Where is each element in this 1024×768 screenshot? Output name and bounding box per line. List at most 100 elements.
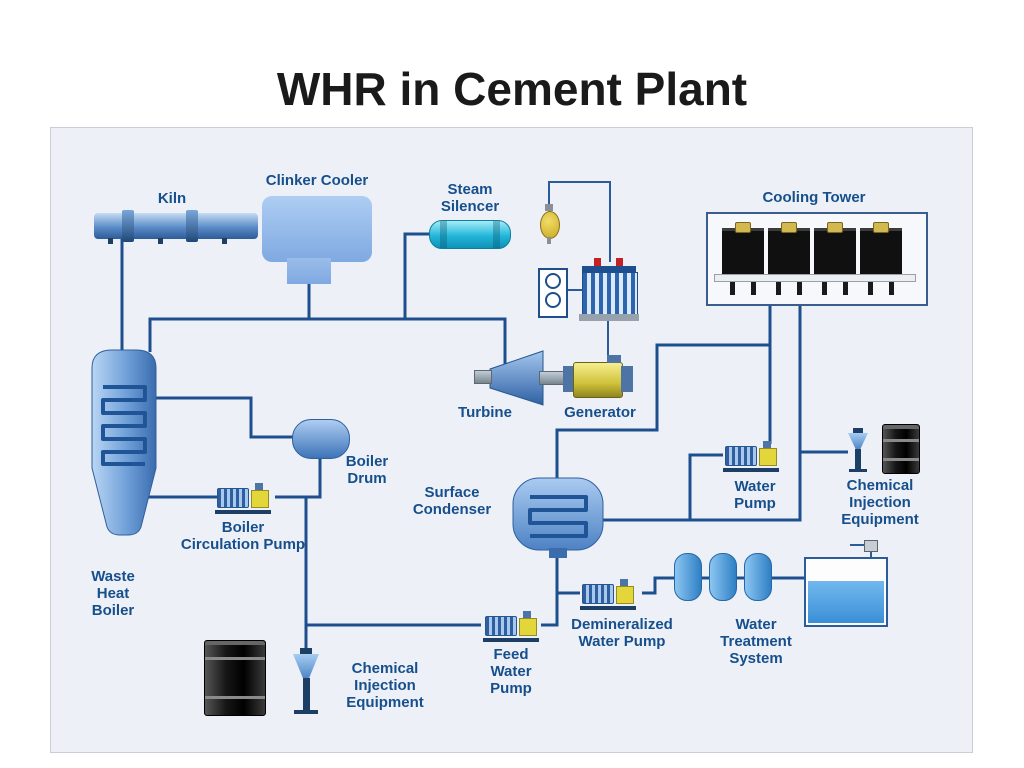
- drum-band: [883, 439, 919, 442]
- fan-motor-icon: [735, 222, 751, 233]
- pump-motor-icon: [725, 446, 757, 466]
- drum-band: [205, 657, 265, 660]
- pipe-water-pump-outlet: [688, 453, 723, 520]
- steam-silencer: [429, 220, 511, 249]
- cooling-tower-label: Cooling Tower: [762, 189, 866, 206]
- steam-turbine: [489, 350, 544, 406]
- pipe-condensate: [541, 550, 559, 627]
- tower-leg: [797, 282, 802, 295]
- label-line: Water: [735, 616, 777, 633]
- injector-cone: [293, 654, 319, 678]
- feed-water-pump-label: Feed Water Pump: [476, 646, 546, 697]
- transformer-top: [582, 266, 636, 272]
- pipe-tower-downcomer: [601, 302, 802, 522]
- label-line: Silencer: [440, 198, 500, 215]
- cooling-tower-fan-cell: [722, 222, 764, 275]
- label-line: Chemical: [351, 660, 419, 677]
- silencer-band: [440, 221, 447, 248]
- cooling-tower-fan-cell: [814, 222, 856, 275]
- drum-rim: [883, 425, 919, 429]
- feed-water-pump: [483, 608, 543, 642]
- ion-exchange-capsule: [674, 553, 702, 601]
- pump-motor-icon: [217, 488, 249, 508]
- tower-leg: [730, 282, 735, 295]
- label-line: Boiler: [345, 453, 389, 470]
- tank-water: [808, 581, 884, 623]
- water-treatment-tank: [804, 557, 888, 627]
- injector-stand: [855, 449, 861, 469]
- chemical-injector: [846, 428, 870, 472]
- label-line: Steam: [447, 181, 493, 198]
- label-line: Injection: [354, 677, 416, 694]
- insulator-body: [540, 211, 560, 239]
- cooling-tower-fan-cell: [860, 222, 902, 275]
- label-line: Circulation Pump: [180, 536, 306, 553]
- label-line: Pump: [490, 680, 532, 697]
- chemical-drum: [204, 640, 266, 716]
- water-pump-label: Water Pump: [713, 478, 797, 512]
- pump-motor-icon: [485, 616, 517, 636]
- pump-base: [483, 638, 539, 642]
- chemical-injector: [290, 648, 322, 716]
- label-line: Feed: [493, 646, 529, 663]
- generator: [563, 355, 633, 398]
- insulator-cap: [545, 204, 553, 211]
- pump-nozzle-icon: [523, 611, 531, 618]
- generator-end-cap: [621, 366, 633, 392]
- water-treatment-system-label: Water Treatment System: [706, 616, 806, 667]
- clinker-cooler: [262, 196, 372, 262]
- demineralized-water-pump-label: Demineralized Water Pump: [552, 616, 692, 650]
- turbine-shaft: [474, 370, 492, 384]
- generator-body: [573, 362, 623, 398]
- waste-heat-boiler: [91, 349, 157, 536]
- surface-condenser: [512, 477, 604, 551]
- label-line: Injection: [849, 494, 911, 511]
- injector-stand: [303, 678, 310, 710]
- pipe-condenser-return: [555, 343, 770, 478]
- injector-cone: [848, 433, 868, 449]
- label-line: Boiler: [91, 602, 135, 619]
- label-line: Chemical: [846, 477, 914, 494]
- generator-end-cap: [563, 366, 573, 392]
- injector-cap: [853, 428, 863, 433]
- ion-exchange-capsule: [709, 553, 737, 601]
- kiln-tire-band: [122, 210, 134, 242]
- tower-leg: [889, 282, 894, 295]
- label-line: Waste: [91, 568, 135, 585]
- transformer-fins: [582, 272, 638, 316]
- pump-head-icon: [759, 448, 777, 466]
- clinker-cooler-label: Clinker Cooler: [265, 172, 369, 189]
- condenser-coil-icon: [528, 495, 588, 538]
- label-line: Surface: [424, 484, 480, 501]
- pump-head-icon: [616, 586, 634, 604]
- pipe-silencer-branch: [403, 232, 432, 319]
- generator-exciter: [607, 355, 621, 363]
- pipe-drum-to-circulation-pump: [275, 454, 322, 499]
- wire-transformer-to-insulator: [548, 181, 611, 262]
- transformer-bushing-icon: [594, 258, 601, 267]
- label-line: Equipment: [346, 694, 424, 711]
- chemical-injection-equipment-right-label: Chemical Injection Equipment: [830, 477, 930, 528]
- fan-motor-icon: [827, 222, 843, 233]
- drum-band: [205, 696, 265, 699]
- chemical-drum: [882, 424, 920, 474]
- pump-nozzle-icon: [620, 579, 628, 586]
- injector-base: [294, 710, 318, 714]
- tower-leg: [751, 282, 756, 295]
- tower-leg: [822, 282, 827, 295]
- kiln: [94, 210, 258, 244]
- pump-head-icon: [519, 618, 537, 636]
- switch-dial-icon: [545, 273, 561, 289]
- transformer-bushing-icon: [616, 258, 623, 267]
- pump-nozzle-icon: [763, 441, 771, 448]
- label-line: Pump: [734, 495, 776, 512]
- electrical-insulator-icon: [538, 204, 560, 244]
- cooling-tower-fan-cell: [768, 222, 810, 275]
- label-line: Demineralized: [571, 616, 673, 633]
- drum-band: [883, 458, 919, 461]
- kiln-support-icon: [158, 238, 163, 244]
- label-line: Heat: [96, 585, 130, 602]
- disconnect-switch-icon: [538, 268, 568, 318]
- fan-motor-icon: [781, 222, 797, 233]
- pump-base: [580, 606, 636, 610]
